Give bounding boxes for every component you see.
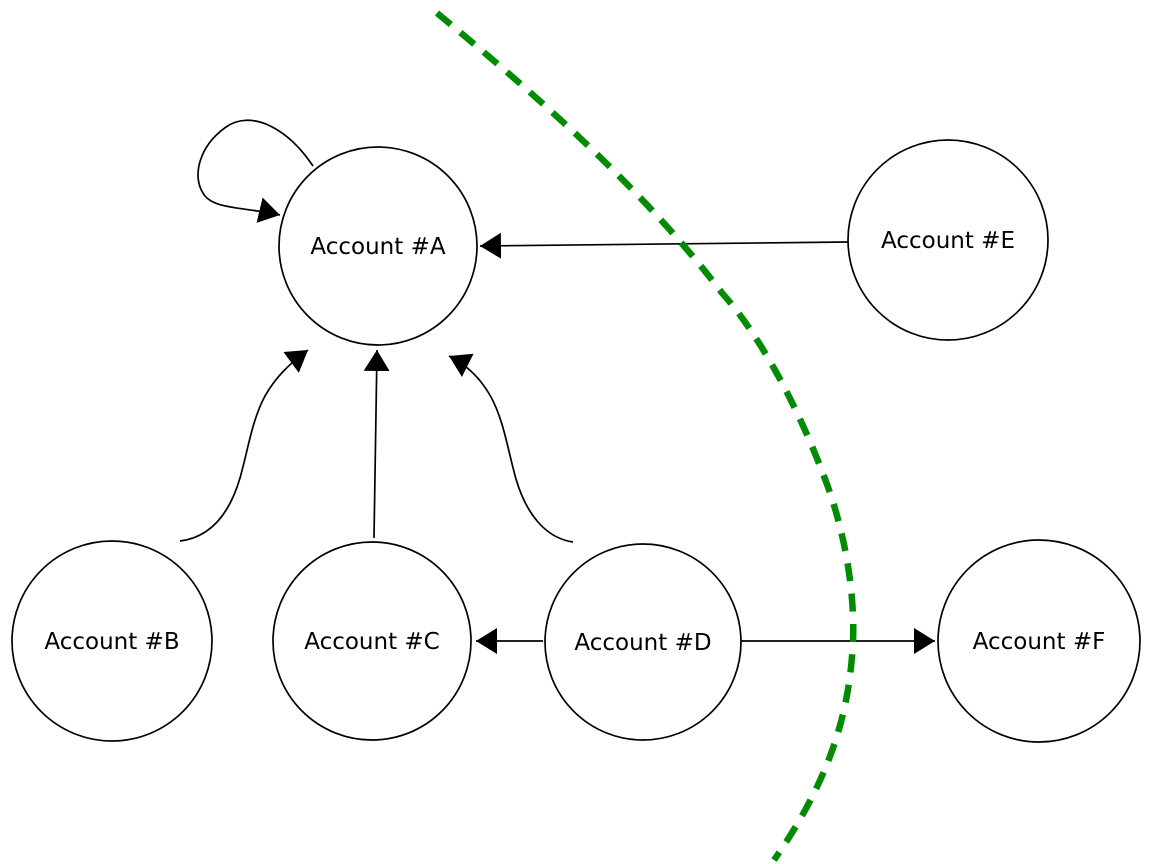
edge-d-to-a: [448, 353, 574, 543]
node-account-a-circle: [278, 146, 478, 346]
node-account-e: Account #E: [847, 139, 1049, 341]
node-account-f: Account #F: [937, 539, 1141, 743]
edge-e-to-a: [479, 232, 849, 259]
edge-b-to-a: [179, 349, 309, 542]
node-account-b-circle: [11, 540, 213, 742]
node-account-f-label: Account #F: [973, 629, 1106, 655]
node-account-d: Account #D: [544, 543, 742, 741]
node-account-e-label: Account #E: [881, 228, 1015, 254]
edge-a-self-loop: [197, 119, 314, 223]
node-account-a-label: Account #A: [310, 234, 445, 260]
node-account-b: Account #B: [11, 540, 213, 742]
node-account-d-label: Account #D: [574, 630, 711, 656]
edge-c-to-a: [363, 349, 390, 539]
node-account-a: Account #A: [278, 146, 478, 346]
node-account-c-circle: [272, 541, 472, 741]
node-account-c-label: Account #C: [304, 629, 440, 655]
node-account-e-circle: [847, 139, 1049, 341]
node-account-f-circle: [937, 539, 1141, 743]
node-account-b-label: Account #B: [44, 629, 179, 655]
node-account-d-circle: [544, 543, 742, 741]
boundary-dashed-curve: [434, 10, 857, 862]
node-account-c: Account #C: [272, 541, 472, 741]
